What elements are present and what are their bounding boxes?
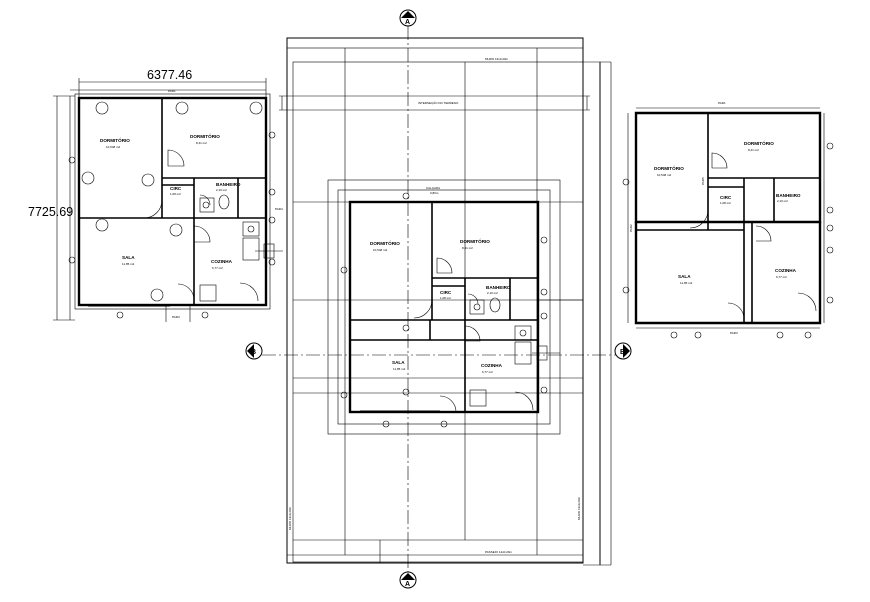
plan-left-room-area: 6,77 m2	[212, 266, 223, 270]
site-top-label: MURO 19x0,20m	[485, 57, 509, 61]
plan-left-room-name: COZINHA	[211, 259, 233, 264]
plan-center-room-name: DORMITÓRIO	[370, 239, 400, 246]
plan-left-room-name: CIRC	[170, 186, 182, 191]
plan-center-room-name: SALA	[392, 360, 405, 365]
plan-left: 6377.46 7725.69	[28, 68, 283, 322]
plan-left-room-name: DORMITÓRIO	[190, 132, 220, 139]
svg-text:B: B	[251, 349, 256, 356]
plan-right-room-area: 2,10 m2	[777, 199, 788, 203]
plan-center-room-area: 11,85 m2	[393, 367, 406, 371]
plan-left-room-name: BANHEIRO	[216, 182, 241, 187]
plan-left-room-area: 1,08 m2	[170, 192, 181, 196]
site-side-label-left: MURO 19x0,20m	[288, 506, 292, 530]
site-top-sub: INTERSEÇÃO DO TERRENO	[418, 100, 459, 105]
plan-left-room-name: DORMITÓRIO	[100, 136, 130, 143]
plan-right-room-name: DORMITÓRIO	[744, 139, 774, 146]
plan-right-room-area: 8,41 m2	[748, 148, 759, 152]
plan-right-room-area: 10,548 m2	[657, 173, 672, 177]
plan-right-room-area: 11,85 m2	[680, 281, 693, 285]
plan-right: PAR1 PAR3 PAR2 PAR5 DORMITÓRIO 10,548 m2…	[622, 101, 834, 339]
plan-center: MURO 19x0,20m INTERSEÇÃO DO TERRENO PASS…	[262, 26, 616, 572]
plan-left-room-area: 11,85 m2	[122, 262, 135, 266]
plan-right-room-name: SALA	[678, 274, 691, 279]
plan-center-room-name: BANHEIRO	[486, 285, 511, 290]
plan-left-room-area: 10,548 m2	[106, 145, 121, 149]
plan-center-room-area: 8,41 m2	[462, 246, 473, 250]
plan-left-room-area: 2,10 m2	[216, 188, 227, 192]
calcada-label: CALÇADA	[426, 186, 440, 190]
plan-center-room-name: DORMITÓRIO	[460, 237, 490, 244]
plan-left-wall-bottom-label: PAR3	[172, 315, 180, 319]
plan-left-width-dimension: 6377.46	[147, 68, 192, 82]
calcada-sub: 0,80m	[430, 191, 439, 195]
plan-right-room-name: BANHEIRO	[776, 193, 801, 198]
section-marker-left: B	[245, 342, 263, 360]
plan-right-room-area: 1,08 m2	[720, 201, 731, 205]
site-bottom-label: PASSEIO 14x0,20m	[485, 550, 512, 554]
section-marker-right: B	[614, 342, 632, 360]
plan-right-wall-left-label: PAR2	[629, 224, 633, 232]
plan-center-room-name: CIRC	[440, 290, 452, 295]
plan-center-room-area: 10,548 m2	[373, 248, 388, 252]
plan-center-room-area: 2,10 m2	[487, 291, 498, 295]
svg-text:A: A	[405, 581, 410, 588]
svg-text:A: A	[405, 19, 410, 26]
plan-left-wall-top-label: PAR1	[168, 89, 176, 93]
section-marker-top: A	[399, 9, 417, 27]
section-marker-bottom: A	[399, 571, 417, 589]
plan-left-room-name: SALA	[122, 255, 135, 260]
plan-left-room-area: 8,41 m2	[196, 141, 207, 145]
plan-left-wall-right-label: PAR4	[275, 207, 283, 211]
plan-right-room-name: CIRC	[720, 195, 732, 200]
plan-right-room-area: 6,77 m2	[776, 275, 787, 279]
svg-text:B: B	[620, 349, 625, 356]
site-side-label-right: MURO 19x0,20m	[577, 496, 581, 520]
plan-center-room-name: COZINHA	[481, 363, 503, 368]
plan-right-room-name: COZINHA	[775, 268, 797, 273]
plan-left-height-dimension: 7725.69	[28, 205, 73, 219]
plan-right-wall-mid-label: PAR5	[701, 177, 705, 185]
plan-right-room-name: DORMITÓRIO	[654, 164, 684, 171]
plan-right-wall-bottom-label: PAR3	[730, 331, 738, 335]
plan-right-wall-top-label: PAR1	[718, 101, 726, 105]
plan-center-room-area: 6,77 m2	[482, 370, 493, 374]
plan-center-room-area: 1,08 m2	[440, 296, 451, 300]
